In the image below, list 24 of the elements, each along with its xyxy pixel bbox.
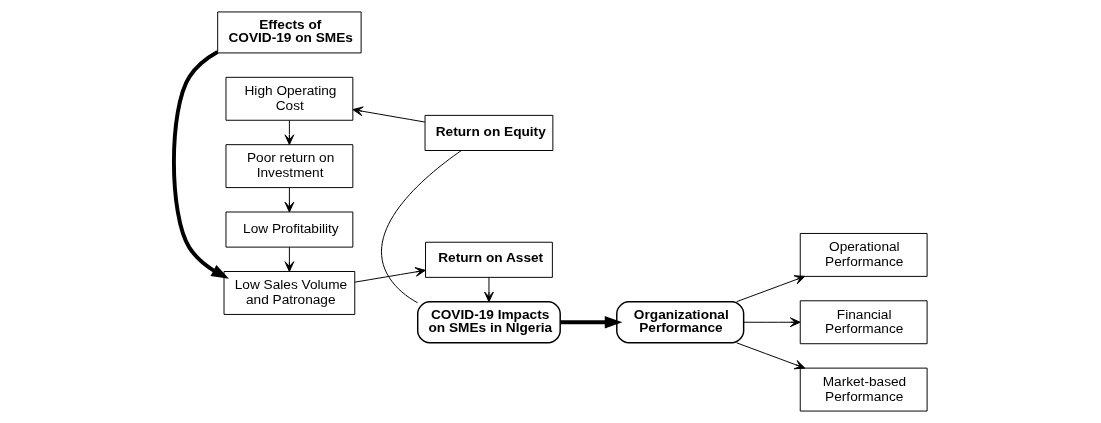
arrow bbox=[284, 120, 295, 146]
arrow bbox=[352, 106, 426, 123]
node-box: Operational Performance bbox=[799, 232, 928, 277]
node-box: Return on Asset bbox=[425, 241, 553, 278]
arrow bbox=[171, 50, 229, 279]
node-box: Return on Equity bbox=[424, 114, 554, 151]
arrow bbox=[354, 267, 426, 283]
connector bbox=[381, 150, 462, 304]
arrow bbox=[736, 342, 806, 370]
node-box: Market-based Performance bbox=[799, 367, 928, 412]
arrow bbox=[284, 187, 295, 213]
node-box: COVID-19 Impacts on SMEs in NIgeria bbox=[417, 301, 561, 344]
node-box: Poor return on Investment bbox=[225, 144, 354, 189]
node-box: Low Sales Volume and Patronage bbox=[223, 271, 356, 315]
node-box: Organizational Performance bbox=[616, 301, 745, 344]
arrow bbox=[484, 277, 494, 303]
arrow bbox=[284, 246, 295, 272]
node-box: Financial Performance bbox=[799, 300, 928, 345]
arrow bbox=[743, 317, 801, 328]
node-box: Effects of COVID-19 on SMEs bbox=[217, 11, 362, 54]
node-box: High Operating Cost bbox=[225, 76, 354, 121]
node-box: Low Profitability bbox=[225, 211, 354, 248]
arrow bbox=[560, 316, 623, 329]
arrow bbox=[736, 275, 806, 303]
